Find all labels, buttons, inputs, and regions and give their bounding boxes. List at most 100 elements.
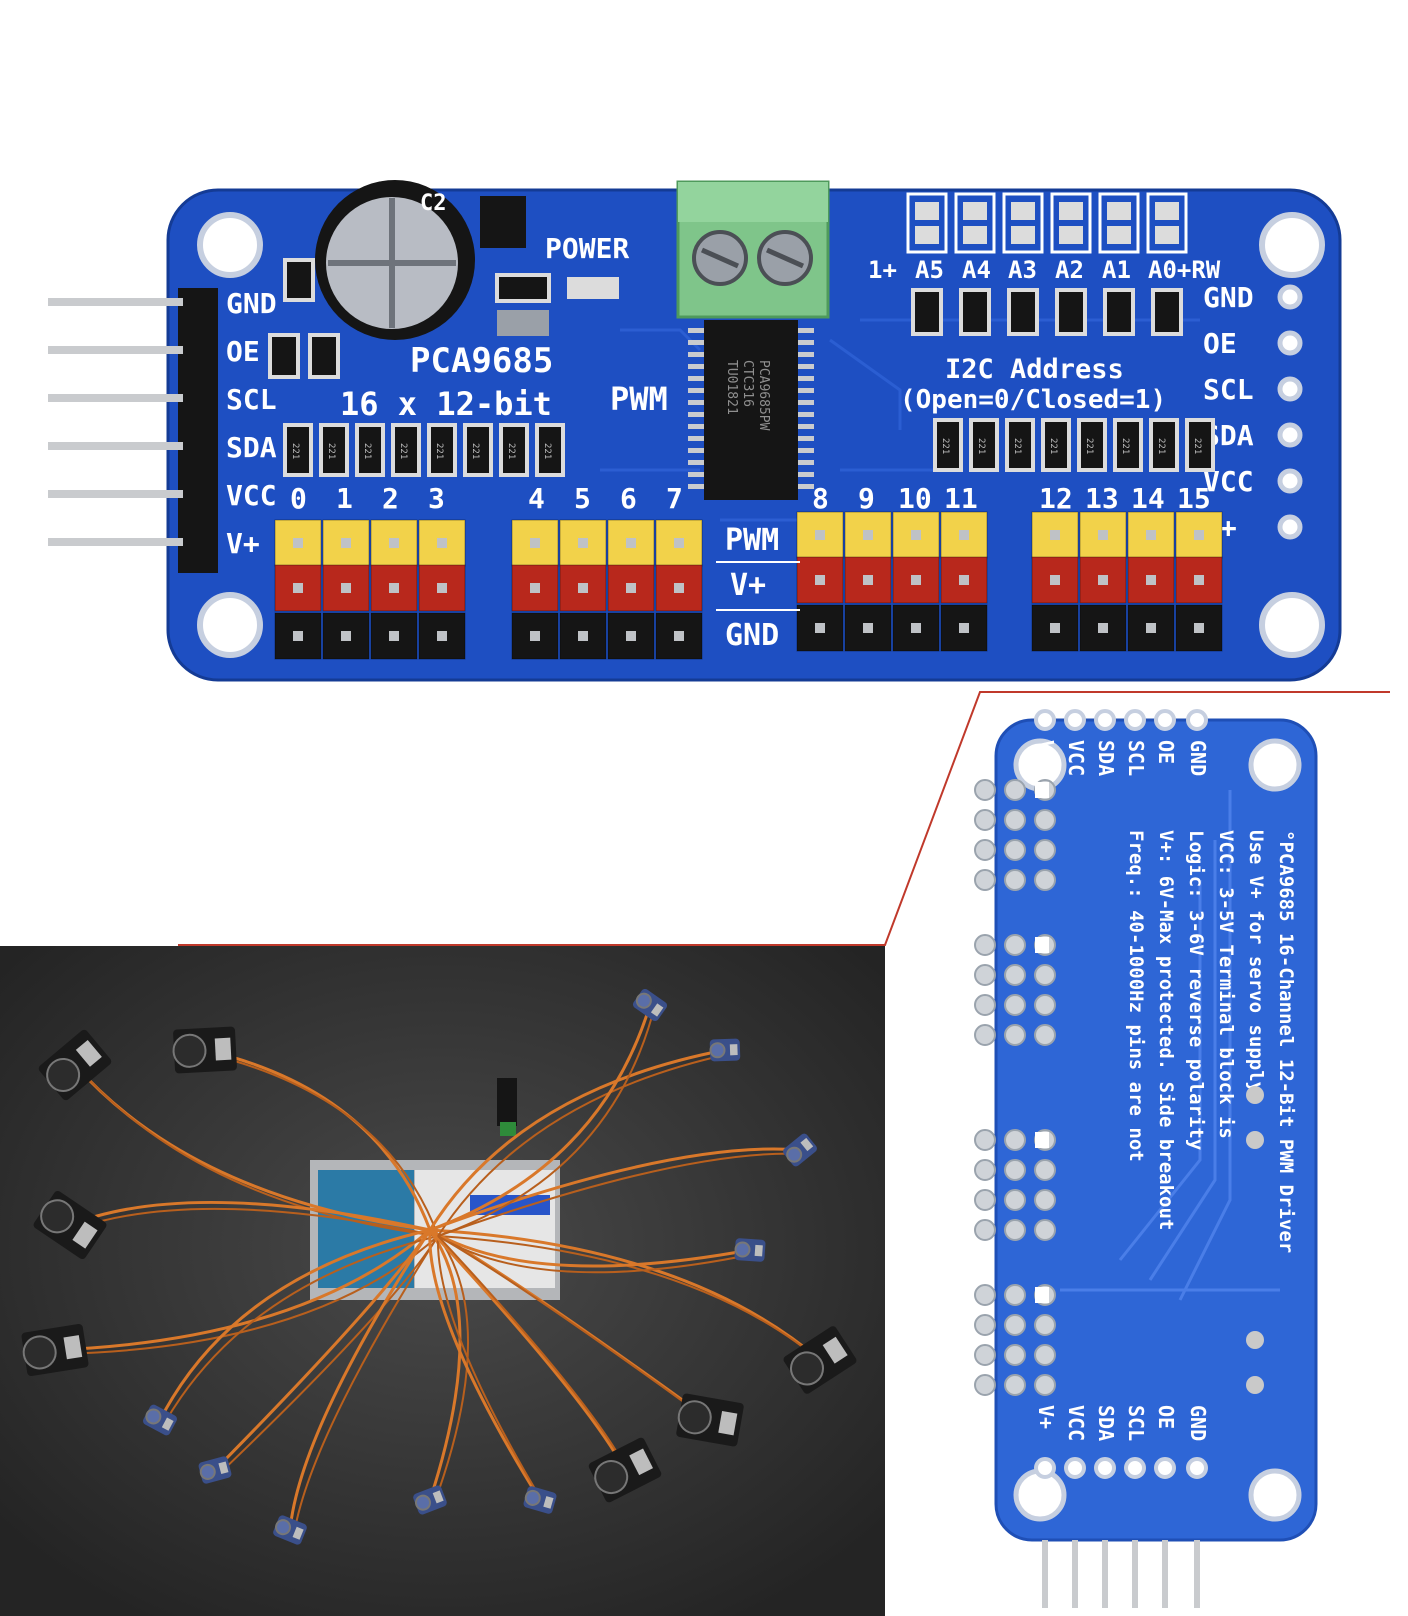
row-label-gnd: GND (725, 618, 779, 653)
resistor-code: 221 (1156, 438, 1166, 454)
breakout-hole (1277, 422, 1303, 448)
solder-point (1004, 964, 1026, 986)
breakout-hole (1094, 1457, 1116, 1479)
resistor-code: 221 (1084, 438, 1094, 454)
pca9685-ic: PCA9685PW CTC316 TU01821 (688, 320, 814, 500)
header-pin (48, 490, 183, 498)
solder-point (974, 1284, 996, 1306)
test-pad (1246, 1131, 1264, 1149)
back-spec-line: V+: 6V-Max protected. Side breakout (1155, 830, 1177, 1230)
address-jumper-pad (1050, 192, 1092, 254)
solder-point (974, 1189, 996, 1211)
header-pin (1102, 1540, 1108, 1608)
resistor-code: 221 (940, 438, 950, 454)
servo-header-pin (370, 564, 418, 612)
servo-header-pin (559, 519, 607, 567)
address-pin-label: A5 (915, 256, 944, 284)
resistor-code: 221 (398, 443, 408, 459)
solder-point (1034, 809, 1056, 831)
solder-point (1004, 1344, 1026, 1366)
solder-point (1034, 964, 1056, 986)
mounting-hole (1259, 212, 1325, 278)
solder-point (1004, 1159, 1026, 1181)
back-bottom-pin-label: OE (1154, 1405, 1178, 1429)
back-bottom-pin-label: SCL (1124, 1405, 1148, 1441)
resistor-code: 221 (470, 443, 480, 459)
back-bottom-pin-label: GND (1186, 1405, 1210, 1441)
solder-point (1004, 1219, 1026, 1241)
channel-number: 12 (1039, 482, 1073, 515)
address-pin-label: 1+ (868, 256, 897, 284)
header-pin (48, 442, 183, 450)
channel-number: 3 (428, 482, 445, 515)
solder-point (1004, 1374, 1026, 1396)
smd-resistor (355, 423, 385, 477)
chip-name-label: PCA9685 (410, 341, 553, 381)
header-pin (48, 346, 183, 354)
solder-point (1004, 779, 1026, 801)
smd-resistor (1055, 288, 1087, 336)
address-pin-label: A1 (1102, 256, 1131, 284)
smd-resistor (427, 423, 457, 477)
i2c-address-title: I2C Address (945, 354, 1124, 385)
breakout-hole (1277, 330, 1303, 356)
back-spec-line: Freq.: 40-1000Hz pins are not (1125, 830, 1147, 1162)
breakout-hole (1277, 468, 1303, 494)
servo-motor (588, 1437, 662, 1503)
breakout-hole (1186, 709, 1208, 731)
header-pin (48, 538, 183, 546)
back-spec-line: °PCA9685 16-Channel 12-Bit PWM Driver (1275, 830, 1297, 1253)
row-label-vplus: V+ (730, 568, 766, 603)
solder-point (1004, 809, 1026, 831)
smd-resistor (495, 273, 551, 303)
solder-point (974, 1129, 996, 1151)
servo-motor (33, 1190, 107, 1260)
left-pin-label: SCL (226, 383, 277, 416)
smd-resistor (319, 423, 349, 477)
ic-marking-2: CTC316 (740, 360, 755, 407)
resistor-code: 221 (542, 443, 552, 459)
channel-number: 2 (382, 482, 399, 515)
solder-point (1034, 1189, 1056, 1211)
breakout-hole (1034, 1457, 1056, 1479)
test-pad (1246, 1086, 1264, 1104)
channel-number: 11 (944, 482, 978, 515)
servo-motor (709, 1038, 741, 1062)
servo-motor (523, 1486, 557, 1514)
mounting-hole (1248, 738, 1302, 792)
solder-point (1004, 1024, 1026, 1046)
address-pin-label: A3 (1008, 256, 1037, 284)
dc-jack (497, 1078, 517, 1126)
smd-resistor (911, 288, 943, 336)
breakout-hole (1124, 709, 1146, 731)
back-spec-line: Logic: 3-6V reverse polarity (1185, 830, 1207, 1150)
connector-line (178, 691, 1390, 946)
servo-motor (172, 1026, 237, 1074)
servo-motor (38, 1029, 112, 1101)
solder-point (1004, 1129, 1026, 1151)
header-pin (1072, 1540, 1078, 1608)
smd-resistor (1149, 418, 1179, 472)
smd-resistor (268, 333, 300, 379)
address-pin-label: A0+RW (1148, 256, 1221, 284)
address-jumper-pad (906, 192, 948, 254)
solder-point (974, 1314, 996, 1336)
smd-resistor (1103, 288, 1135, 336)
address-pin-label: A4 (962, 256, 991, 284)
left-pin-label: V+ (226, 527, 260, 560)
smd-resistor (1185, 418, 1215, 472)
smd-resistor (1113, 418, 1143, 472)
power-terminal-block (676, 180, 830, 319)
breakout-hole (1064, 709, 1086, 731)
header-pin (1042, 1540, 1048, 1608)
smd-resistor (969, 418, 999, 472)
channel-number: 15 (1177, 482, 1211, 515)
solder-point (974, 1219, 996, 1241)
left-pin-label: OE (226, 335, 260, 368)
back-top-pin-label: SDA (1094, 740, 1118, 776)
left-pin-label: SDA (226, 431, 277, 464)
left-pin-label: VCC (226, 479, 277, 512)
mounting-hole (1248, 1468, 1302, 1522)
solder-point (1034, 1344, 1056, 1366)
smd-resistor (1077, 418, 1107, 472)
